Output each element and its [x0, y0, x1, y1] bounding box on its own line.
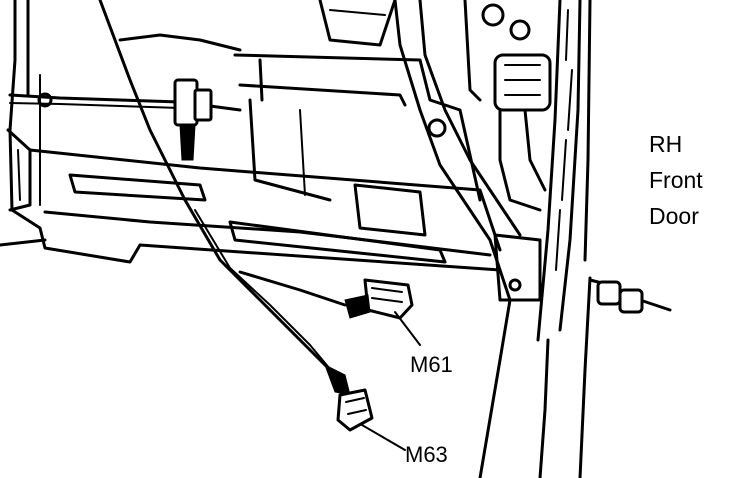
- title-line-3: Door: [649, 203, 699, 229]
- title-line-1: RH: [649, 131, 683, 157]
- edge-connector-bundle: [481, 3, 672, 314]
- title-line-2: Front: [649, 167, 703, 193]
- door-rail: [28, 148, 502, 264]
- window-regulator: [233, 0, 482, 237]
- door-pillar: [478, 276, 592, 478]
- hinge-arm: [393, 0, 542, 302]
- upper-wiring: [8, 0, 242, 202]
- connector-m61: [238, 270, 421, 346]
- door-title: RH Front Door: [649, 126, 703, 234]
- door-edge: [463, 0, 592, 342]
- connector-m63: [183, 198, 406, 451]
- callout-m63: M63: [405, 442, 448, 467]
- callout-m61: M61: [410, 352, 453, 377]
